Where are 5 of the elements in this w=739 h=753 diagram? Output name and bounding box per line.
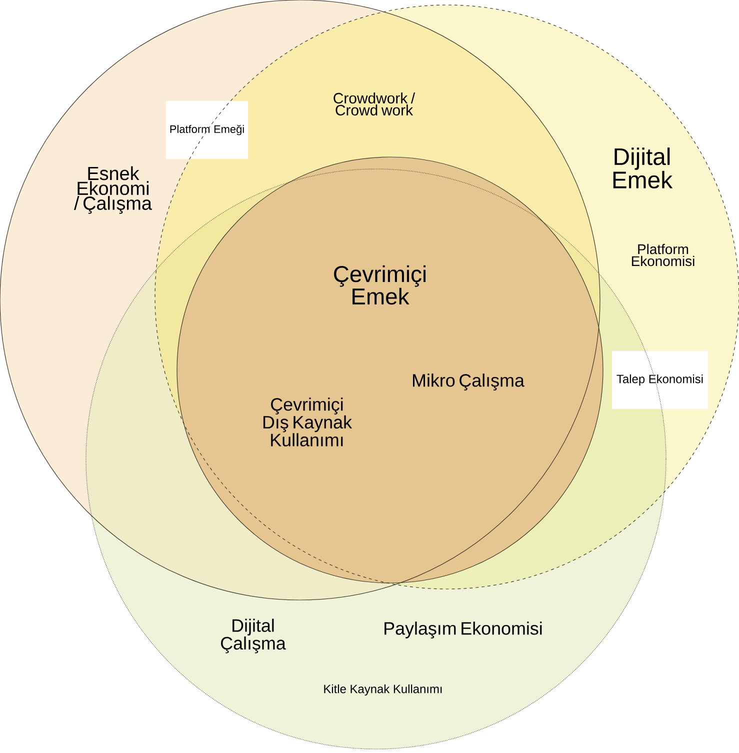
- region-label: Kitle Kaynak Kullanımı: [324, 684, 442, 696]
- region-label: Crowdwork / Crowd work: [334, 92, 416, 116]
- region-label: Mikro Çalışma: [413, 374, 524, 390]
- region-label: Çevrimiçi Dış Kaynak Kullanımı: [263, 398, 352, 446]
- region-label: Paylaşım Ekonomisi: [384, 622, 542, 638]
